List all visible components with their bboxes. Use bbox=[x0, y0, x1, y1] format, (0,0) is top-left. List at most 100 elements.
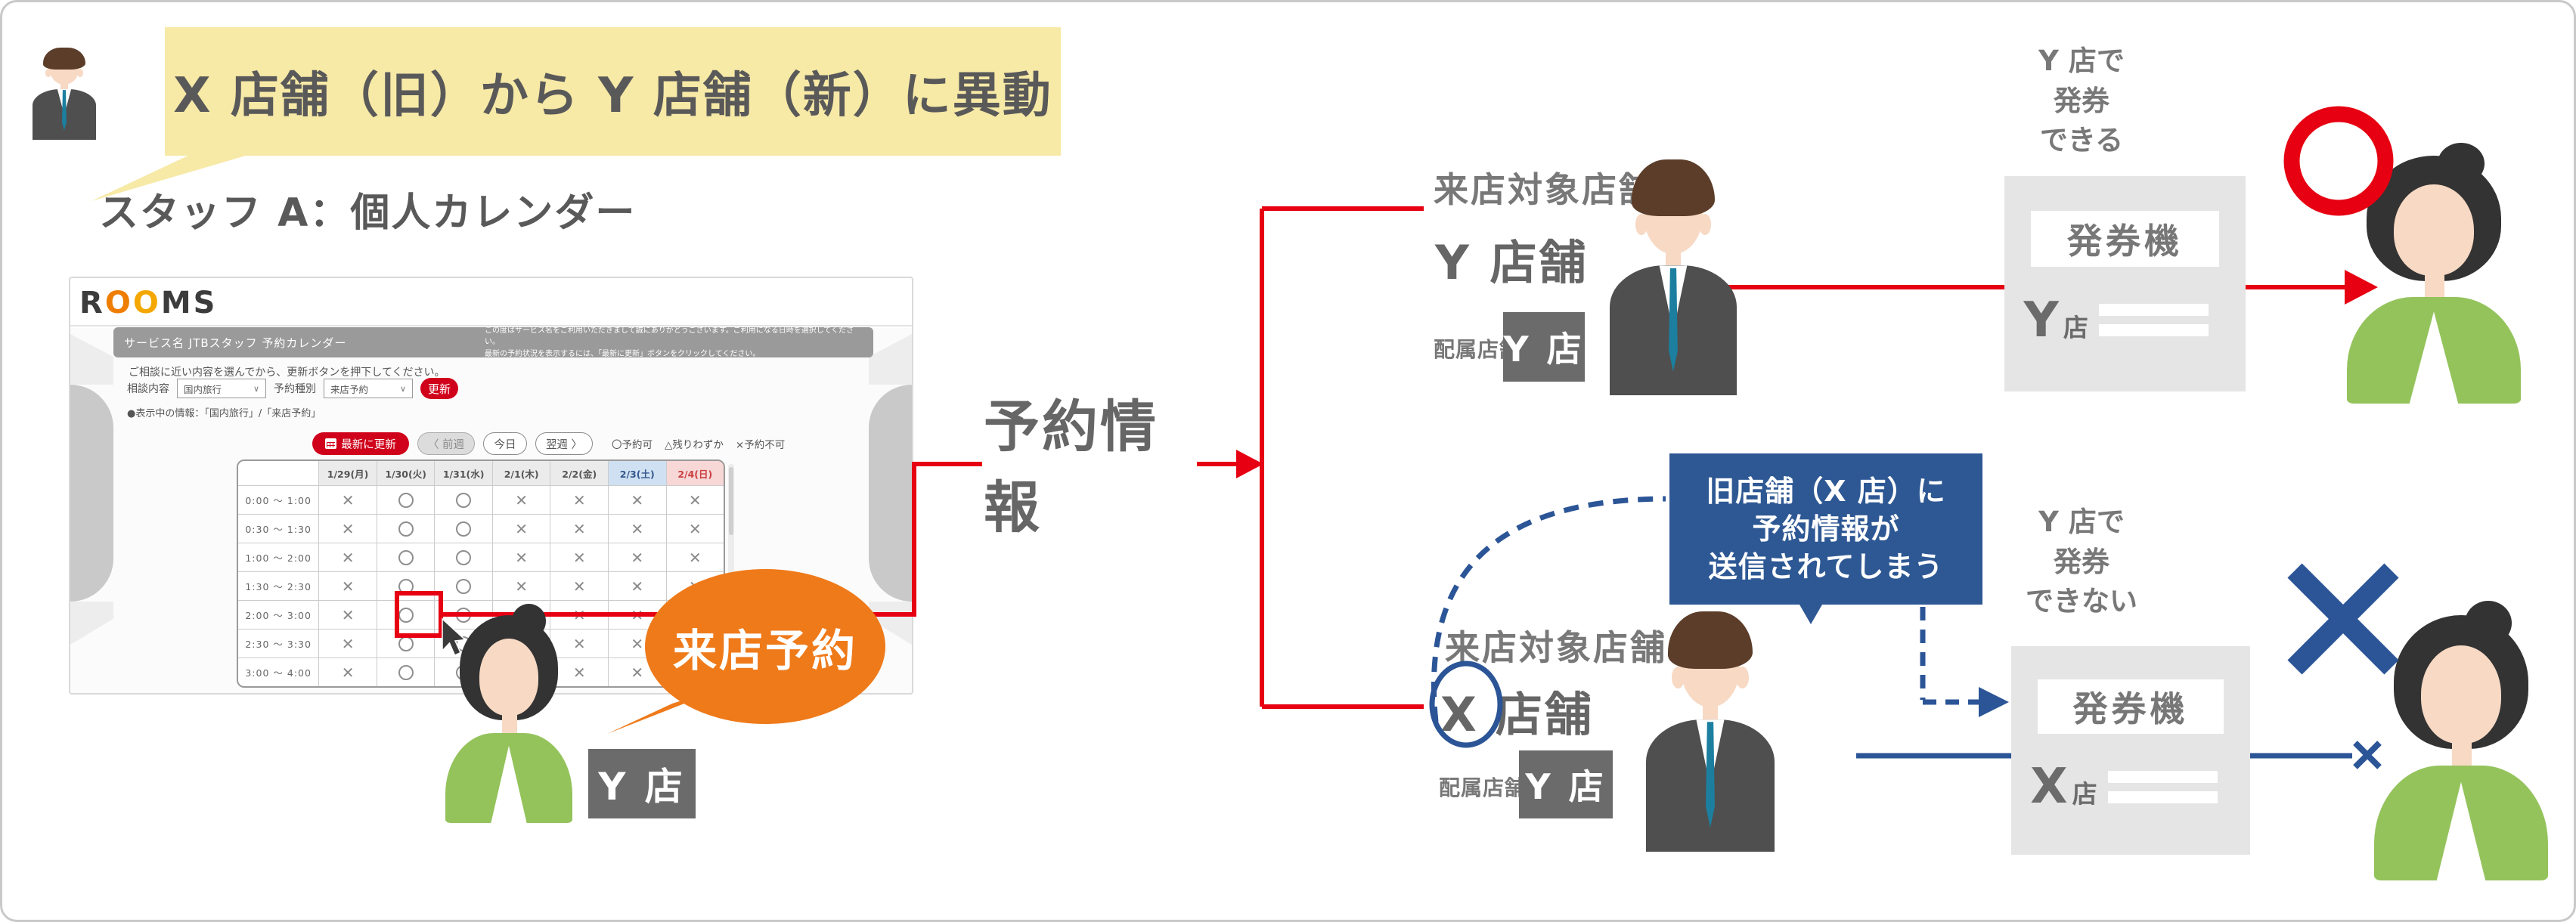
bottom-result-text: Y 店で発券できない bbox=[2026, 506, 2137, 618]
available-circle-icon bbox=[456, 549, 472, 565]
rooms-logo: ROOMS bbox=[79, 286, 218, 320]
calendar-slot-available[interactable] bbox=[434, 486, 492, 514]
calendar-slot-unavailable[interactable]: ✕ bbox=[665, 543, 724, 571]
machine-title: 発券機 bbox=[2037, 679, 2224, 734]
calendar-slot-available[interactable] bbox=[376, 572, 435, 600]
calendar-slot-available[interactable] bbox=[376, 658, 435, 686]
calendar-slot-unavailable[interactable]: ✕ bbox=[665, 486, 724, 514]
unavailable-x-icon: ✕ bbox=[341, 519, 355, 538]
calendar-slot-unavailable[interactable]: ✕ bbox=[491, 543, 550, 571]
available-circle-icon bbox=[398, 607, 414, 623]
consult-select[interactable]: 国内旅行∨ bbox=[177, 379, 266, 398]
calendar-slot-unavailable[interactable]: ✕ bbox=[607, 486, 666, 514]
available-circle-icon bbox=[456, 492, 472, 508]
flow-label: 予約情報 bbox=[984, 394, 1158, 540]
calendar-col-header: 1/30(火) bbox=[376, 461, 435, 485]
unavailable-x-icon: ✕ bbox=[631, 634, 644, 653]
consult-label: 相談内容 bbox=[127, 383, 169, 395]
calendar-slot-unavailable[interactable]: ✕ bbox=[318, 486, 377, 514]
calendar-slot-unavailable[interactable]: ✕ bbox=[607, 543, 666, 571]
calendar-slot-unavailable[interactable]: ✕ bbox=[491, 486, 550, 514]
top-result-text: Y 店で発券できる bbox=[2038, 45, 2125, 157]
chevron-down-icon: ∨ bbox=[253, 383, 259, 394]
calendar-slot-unavailable[interactable]: ✕ bbox=[550, 572, 608, 600]
calendar-slot-unavailable[interactable]: ✕ bbox=[318, 601, 377, 629]
neck bbox=[502, 709, 517, 738]
calendar-slot-unavailable[interactable]: ✕ bbox=[550, 486, 608, 514]
calendar-slot-unavailable[interactable]: ✕ bbox=[491, 515, 550, 543]
update-button[interactable]: 更新 bbox=[420, 378, 458, 399]
calendar-row: 1:00 ～ 2:00 ✕ ✕ ✕ ✕ ✕ bbox=[238, 543, 724, 571]
unavailable-x-icon: ✕ bbox=[341, 634, 355, 653]
calendar-slot-available[interactable] bbox=[376, 515, 435, 543]
blue-dashed-elbow bbox=[1920, 607, 1979, 705]
calendar-slot-available[interactable] bbox=[376, 601, 435, 629]
calendar-slot-unavailable[interactable]: ✕ bbox=[318, 630, 377, 657]
prev-week-button[interactable]: 〈 前週 bbox=[417, 432, 475, 455]
calendar-col-header: 2/4(日) bbox=[665, 461, 724, 485]
calendar-slot-unavailable[interactable]: ✕ bbox=[318, 658, 377, 686]
calendar-slot-available[interactable] bbox=[434, 543, 492, 571]
showing-info-text: ●表示中の情報：「国内旅行」/「来店予約」 bbox=[127, 408, 321, 419]
filter-row: 相談内容 国内旅行∨ 予約種別 来店予約∨ 更新 bbox=[127, 377, 458, 400]
calendar-slot-unavailable[interactable]: ✕ bbox=[607, 572, 666, 600]
calendar-row: 0:30 ～ 1:30✕✕✕✕✕ bbox=[238, 514, 724, 543]
calendar-slot-unavailable[interactable]: ✕ bbox=[318, 543, 377, 571]
today-button[interactable]: 今日 bbox=[483, 432, 527, 455]
calendar-slot-available[interactable] bbox=[376, 486, 435, 514]
unavailable-x-icon: ✕ bbox=[572, 577, 586, 596]
calendar-slot-available[interactable] bbox=[376, 630, 435, 657]
customer-avatar-top bbox=[2343, 143, 2525, 404]
next-week-button[interactable]: 翌週 〉 bbox=[535, 432, 593, 455]
unavailable-x-icon: ✕ bbox=[631, 490, 644, 509]
calendar-slot-available[interactable] bbox=[376, 543, 435, 571]
unavailable-x-icon: ✕ bbox=[631, 663, 644, 682]
calendar-time-label: 0:00 ～ 1:00 bbox=[245, 495, 312, 506]
calendar-slot-available[interactable] bbox=[434, 515, 492, 543]
ticket-stripes bbox=[2107, 770, 2218, 803]
calendar-time-label: 2:30 ～ 3:30 bbox=[245, 639, 312, 650]
unavailable-x-icon: ✕ bbox=[515, 577, 529, 596]
page-side-decoration-left bbox=[70, 334, 113, 693]
ear-icon bbox=[76, 69, 84, 78]
calendar-slot-unavailable[interactable]: ✕ bbox=[550, 515, 608, 543]
calendar-slot-unavailable[interactable]: ✕ bbox=[607, 630, 666, 657]
staff-a-label: スタッフ A：個人カレンダー bbox=[99, 190, 637, 236]
calendar-corner-cell bbox=[238, 461, 319, 485]
unavailable-x-icon: ✕ bbox=[631, 519, 644, 538]
unavailable-x-icon: ✕ bbox=[631, 548, 644, 567]
top-target-store-name: Y 店舗 bbox=[1435, 235, 1589, 290]
calendar-icon bbox=[325, 438, 337, 449]
unavailable-x-icon: ✕ bbox=[515, 490, 529, 509]
calendar-col-header: 2/1(木) bbox=[491, 461, 550, 485]
calendar-slot-unavailable[interactable]: ✕ bbox=[318, 572, 377, 600]
type-select[interactable]: 来店予約∨ bbox=[324, 379, 413, 398]
calendar-slot-unavailable[interactable]: ✕ bbox=[607, 658, 666, 686]
calendar-time-label: 2:00 ～ 3:00 bbox=[245, 610, 312, 621]
calendar-col-header: 2/3(土) bbox=[607, 461, 666, 485]
chest bbox=[491, 745, 527, 823]
calendar-slot-unavailable[interactable]: ✕ bbox=[665, 515, 724, 543]
neck bbox=[60, 82, 69, 92]
unavailable-x-icon: ✕ bbox=[341, 548, 355, 567]
top-assigned-store-badge: Y 店 bbox=[1503, 312, 1585, 382]
customer-avatar bbox=[442, 604, 575, 823]
unavailable-x-icon: ✕ bbox=[341, 605, 355, 624]
unavailable-x-icon: ✕ bbox=[341, 490, 355, 509]
calendar-slot-unavailable[interactable]: ✕ bbox=[318, 515, 377, 543]
calendar-slot-unavailable[interactable]: ✕ bbox=[491, 572, 550, 600]
calendar-header-row: 1/29(月)1/30(火)1/31(水)2/1(木)2/2(金)2/3(土)2… bbox=[238, 461, 724, 485]
ticket-machine-top: 発券機 Y 店 bbox=[2004, 176, 2246, 391]
machine-ticket: X 店 bbox=[2030, 759, 2240, 815]
calendar-toolbar: 最新に更新 〈 前週 今日 翌週 〉 〇予約可 △残りわずか ×予約不可 bbox=[312, 432, 785, 456]
unavailable-x-icon: ✕ bbox=[515, 548, 529, 567]
unavailable-x-icon: ✕ bbox=[688, 490, 702, 509]
calendar-slot-unavailable[interactable]: ✕ bbox=[550, 543, 608, 571]
ticket-machine-bottom: 発券機 X 店 bbox=[2011, 646, 2250, 855]
calendar-slot-unavailable[interactable]: ✕ bbox=[607, 515, 666, 543]
calendar-time-label: 1:00 ～ 2:00 bbox=[245, 552, 312, 564]
calendar-slot-available[interactable] bbox=[434, 572, 492, 600]
face bbox=[479, 639, 538, 716]
refresh-button[interactable]: 最新に更新 bbox=[312, 432, 409, 455]
